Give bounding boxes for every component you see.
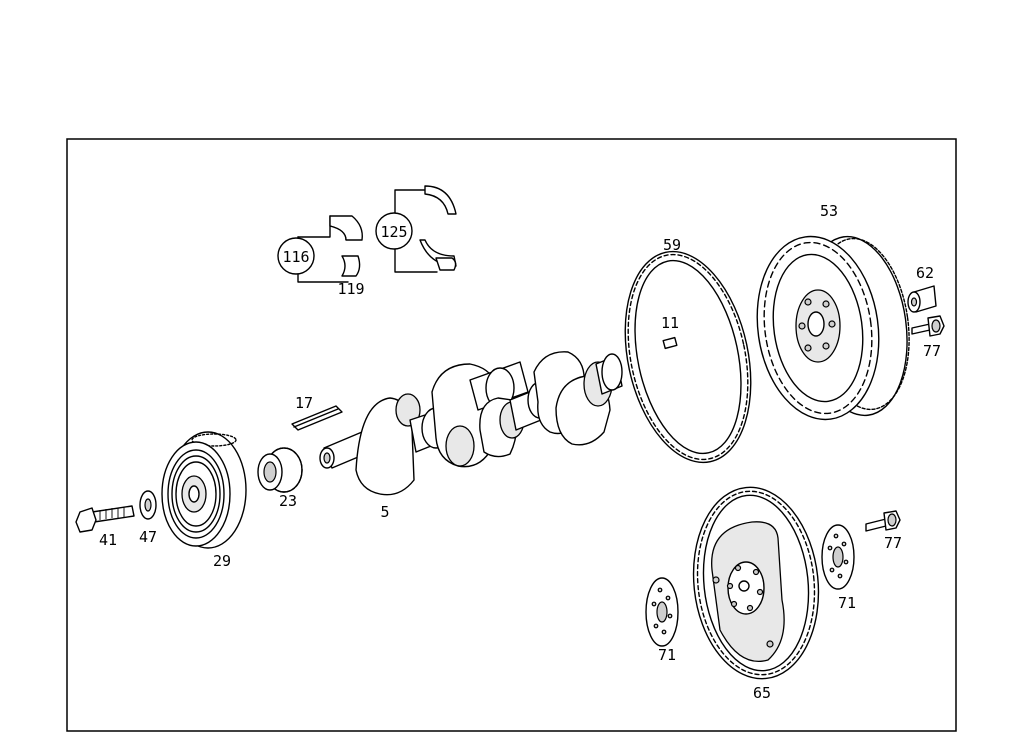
label-77-lower: 77	[884, 534, 902, 552]
callout-circle-125	[375, 212, 413, 250]
flexplate-bolt-77-lower[interactable]	[865, 510, 901, 532]
label-71-right: 71	[838, 594, 856, 612]
label-116: 116	[282, 248, 309, 266]
flywheel-53[interactable]	[746, 229, 920, 428]
reinforcement-plate-71-right[interactable]	[821, 524, 855, 590]
woodruff-key-17[interactable]	[291, 405, 343, 431]
crankshaft-sprocket-23[interactable]	[257, 447, 303, 493]
pulley-bolt-41[interactable]	[75, 505, 135, 533]
callout-circle-116	[277, 237, 315, 275]
main-bearing-shells-119[interactable]	[297, 215, 363, 283]
label-119: 119	[337, 280, 364, 298]
thrust-bearing-125[interactable]	[394, 185, 457, 273]
pilot-bushing-62[interactable]	[907, 285, 937, 313]
label-71-left: 71	[658, 646, 676, 664]
label-53: 53	[820, 202, 838, 220]
dowel-pin-11[interactable]	[662, 336, 678, 350]
label-65: 65	[753, 684, 771, 702]
label-59: 59	[663, 236, 681, 254]
label-5: 5	[380, 503, 389, 521]
reinforcement-plate-71-left[interactable]	[645, 577, 679, 647]
flex-plate-65[interactable]	[684, 481, 827, 685]
label-125: 125	[380, 223, 407, 241]
label-29: 29	[213, 552, 231, 570]
diagram-frame	[66, 138, 957, 732]
label-41: 41	[99, 531, 117, 549]
label-62: 62	[916, 264, 934, 282]
flywheel-bolt-77-upper[interactable]	[911, 315, 945, 337]
drive-plate-59[interactable]	[607, 240, 769, 474]
washer-47[interactable]	[139, 490, 157, 520]
label-23: 23	[279, 492, 297, 510]
label-17: 17	[295, 394, 313, 412]
label-11: 11	[661, 314, 679, 332]
label-47: 47	[139, 528, 157, 546]
crankshaft-5[interactable]	[319, 351, 623, 496]
vibration-damper-pulley-29[interactable]	[161, 431, 247, 549]
label-77-upper: 77	[923, 342, 941, 360]
